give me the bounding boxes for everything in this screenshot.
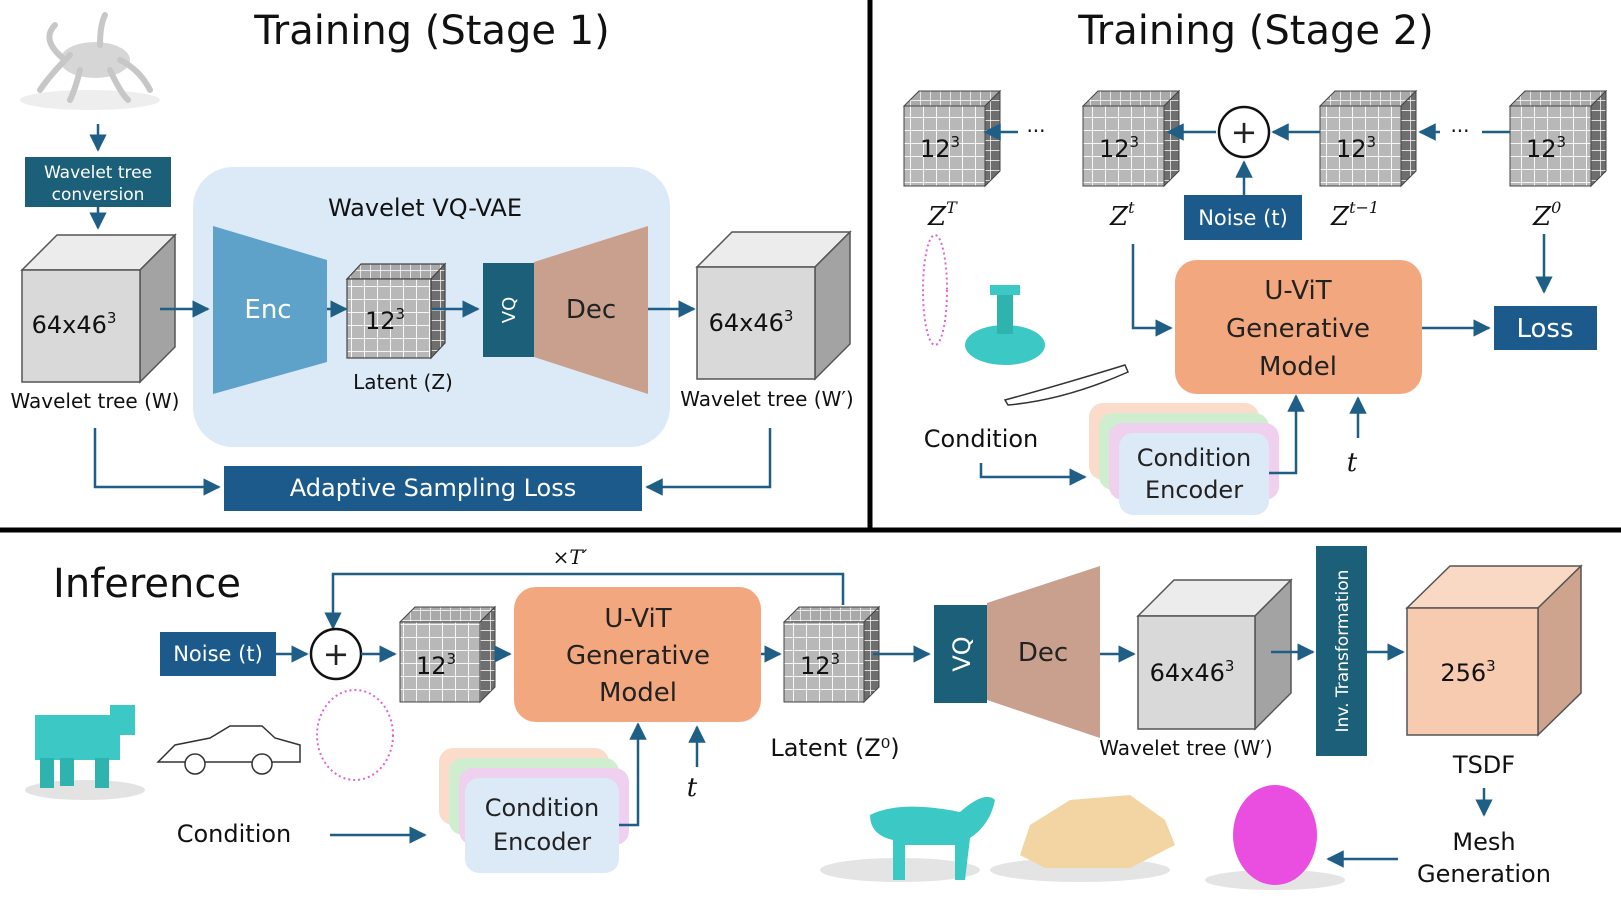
zt-label: Zt	[1109, 198, 1135, 232]
decoder-trapezoid	[534, 226, 648, 394]
inference-wavelet-label: Wavelet tree (W′)	[1099, 736, 1272, 760]
gen-inf-line1: U-ViT	[604, 604, 671, 634]
latent-label: Latent (Z)	[353, 370, 453, 394]
input-wavelet-cube	[20, 233, 177, 384]
plus-node-stage2	[1217, 105, 1271, 159]
output-wavelet-label: Wavelet tree (W′)	[680, 387, 853, 411]
cube-zt-minus-1	[1318, 89, 1418, 188]
inference-cube2-label: 123	[800, 650, 840, 680]
cube-z0	[1508, 89, 1608, 188]
cube-zt-label: 123	[1099, 133, 1139, 163]
vqvae-title: Wavelet VQ-VAE	[328, 194, 522, 222]
vq-label: VQ	[499, 297, 520, 323]
ellipsis-left: ···	[1026, 119, 1045, 143]
plus-stage2: +	[1231, 113, 1258, 151]
inv-transform-label: Inv. Transformation	[1333, 570, 1353, 733]
encoder-inf-line2: Encoder	[493, 828, 591, 856]
tsdf-label: TSDF	[1452, 751, 1515, 779]
adaptive-loss-label: Adaptive Sampling Loss	[290, 474, 576, 502]
noise-label-inference: Noise (t)	[173, 642, 263, 666]
enc-label: Enc	[244, 295, 291, 325]
condition-images-stage2	[922, 234, 1129, 406]
inference-latent-cube	[782, 605, 881, 704]
encoder-stage2-line1: Condition	[1137, 444, 1252, 472]
noise-box-inference	[160, 632, 276, 676]
inference-latent-label: Latent (Z⁰)	[770, 734, 899, 762]
stage2-title: Training (Stage 2)	[1077, 8, 1434, 54]
condition-encoder-stack-stage2	[1089, 403, 1279, 515]
inference-title: Inference	[53, 561, 241, 607]
wavelet-conversion-line2: conversion	[52, 185, 145, 205]
cube-zt	[1081, 89, 1181, 188]
zt-minus-1-label: Zt−1	[1330, 198, 1379, 232]
inference-cube1-label: 123	[416, 650, 456, 680]
mesh-line1: Mesh	[1452, 828, 1515, 856]
generative-model-stage2	[1175, 260, 1422, 394]
condition-label-inference: Condition	[177, 820, 292, 848]
dec-label-inference: Dec	[1018, 638, 1068, 668]
gen-stage2-line2: Generative	[1226, 314, 1370, 344]
inference-wavelet-cube-label: 64x463	[1150, 657, 1235, 687]
decoder-trapezoid-inference	[987, 566, 1100, 738]
vq-box	[483, 263, 534, 357]
inv-transform-box	[1316, 546, 1367, 756]
inference-noise-cube	[398, 605, 497, 704]
cube-z0-label: 123	[1526, 133, 1566, 163]
wavelet-tree-conversion-box	[25, 157, 171, 207]
encoder-stage2-line2: Encoder	[1145, 476, 1243, 504]
condition-label-stage2: Condition	[924, 425, 1039, 453]
condition-encoder-stack-inference	[439, 748, 629, 873]
cube-zT-label: 123	[920, 133, 960, 163]
ellipsis-right: ···	[1450, 119, 1469, 143]
encoder-inf-line1: Condition	[485, 794, 600, 822]
tsdf-cube-label: 2563	[1440, 657, 1495, 687]
crab-shape-image	[20, 12, 160, 110]
mesh-line2: Generation	[1417, 860, 1551, 888]
wavelet-conversion-line1: Wavelet tree	[44, 163, 152, 183]
z0-label: Z0	[1532, 198, 1561, 232]
gen-inf-line3: Model	[599, 678, 677, 708]
input-cube-label: 64x463	[32, 309, 117, 339]
noise-label-stage2: Noise (t)	[1198, 206, 1288, 230]
adaptive-loss-box	[224, 466, 642, 511]
vq-box-inference	[934, 605, 987, 703]
noise-box-stage2	[1184, 195, 1302, 240]
input-wavelet-label: Wavelet tree (W)	[11, 389, 180, 413]
gen-stage2-line3: Model	[1259, 352, 1337, 382]
encoder-trapezoid	[213, 226, 327, 394]
generative-model-inference	[514, 587, 761, 722]
latent-cube-label: 123	[365, 305, 405, 335]
t-stage2: t	[1347, 448, 1358, 478]
tsdf-cube	[1405, 564, 1583, 737]
vq-label-inference: VQ	[948, 636, 976, 671]
t-inference: t	[687, 773, 698, 803]
stage1-title: Training (Stage 1)	[253, 8, 610, 54]
loss-label: Loss	[1516, 314, 1573, 344]
output-cube-label: 64x463	[709, 307, 794, 337]
cube-zT	[902, 89, 1002, 188]
loss-box	[1494, 306, 1597, 350]
inference-wavelet-cube	[1136, 578, 1293, 731]
condition-images-inference	[25, 689, 394, 800]
zT-label: ZT	[927, 198, 958, 232]
latent-cube	[345, 262, 447, 360]
times-T-label: ×T′	[553, 545, 588, 569]
gen-inf-line2: Generative	[566, 641, 710, 671]
dec-label: Dec	[566, 295, 616, 325]
cube-zt-minus-1-label: 123	[1336, 133, 1376, 163]
output-wavelet-cube	[695, 230, 852, 381]
generated-meshes-image	[820, 785, 1345, 890]
gen-stage2-line1: U-ViT	[1264, 276, 1331, 306]
plus-inference: +	[323, 635, 350, 673]
